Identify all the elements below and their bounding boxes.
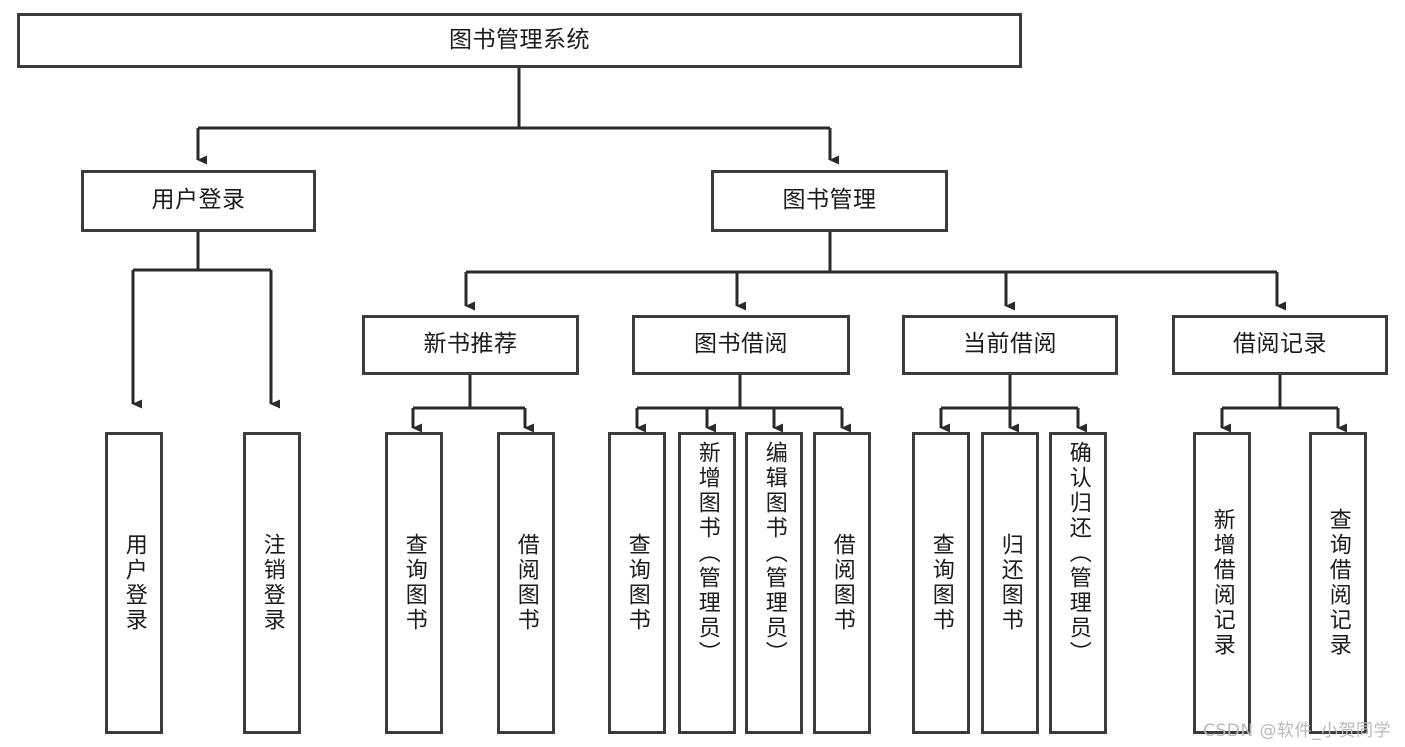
node-label: 查询借阅记录: [1325, 508, 1351, 658]
node-current-borrow[interactable]: 当前借阅: [902, 315, 1118, 375]
node-label: 借阅记录: [1233, 331, 1327, 358]
node-label: 新增图书（管理员）: [694, 441, 720, 666]
node-label: 用户登录: [151, 187, 246, 214]
node-leaf-edit-book-admin[interactable]: 编辑图书（管理员）: [745, 432, 803, 734]
node-book-borrow[interactable]: 图书借阅: [632, 315, 850, 375]
node-leaf-borrow-book-2[interactable]: 借阅图书: [813, 432, 871, 734]
node-label: 查询图书: [624, 533, 650, 633]
node-label: 借阅图书: [829, 533, 855, 633]
node-label: 注销登录: [259, 533, 285, 633]
node-leaf-user-login[interactable]: 用户登录: [105, 432, 163, 734]
node-label: 图书管理系统: [449, 26, 590, 53]
node-label: 确认归还（管理员）: [1065, 441, 1091, 666]
node-leaf-borrow-book-1[interactable]: 借阅图书: [497, 432, 555, 734]
node-leaf-confirm-return-admin[interactable]: 确认归还（管理员）: [1049, 432, 1107, 734]
node-leaf-query-book-1[interactable]: 查询图书: [385, 432, 443, 734]
node-leaf-query-book-2[interactable]: 查询图书: [608, 432, 666, 734]
node-book-management[interactable]: 图书管理: [711, 170, 948, 232]
node-label: 归还图书: [997, 533, 1023, 633]
node-label: 当前借阅: [963, 331, 1057, 358]
node-leaf-query-book-3[interactable]: 查询图书: [912, 432, 970, 734]
node-root-book-management-system[interactable]: 图书管理系统: [17, 13, 1022, 68]
node-new-book-recommend[interactable]: 新书推荐: [362, 315, 579, 375]
node-label: 图书管理: [782, 187, 877, 214]
csdn-watermark: CSDN @软件_小贺同学: [1203, 721, 1391, 741]
node-leaf-query-borrow-record[interactable]: 查询借阅记录: [1309, 432, 1367, 734]
node-borrow-record[interactable]: 借阅记录: [1172, 315, 1388, 375]
node-user-login[interactable]: 用户登录: [81, 170, 316, 232]
node-label: 新书推荐: [423, 331, 518, 358]
node-label: 编辑图书（管理员）: [761, 441, 787, 666]
node-label: 查询图书: [928, 533, 954, 633]
node-leaf-return-book[interactable]: 归还图书: [981, 432, 1039, 734]
node-leaf-add-borrow-record[interactable]: 新增借阅记录: [1193, 432, 1251, 734]
node-leaf-add-book-admin[interactable]: 新增图书（管理员）: [678, 432, 736, 734]
node-label: 用户登录: [121, 533, 147, 633]
node-label: 图书借阅: [694, 331, 788, 358]
node-label: 查询图书: [401, 533, 427, 633]
node-label: 新增借阅记录: [1209, 508, 1235, 658]
node-leaf-logout-login[interactable]: 注销登录: [243, 432, 301, 734]
node-label: 借阅图书: [513, 533, 539, 633]
